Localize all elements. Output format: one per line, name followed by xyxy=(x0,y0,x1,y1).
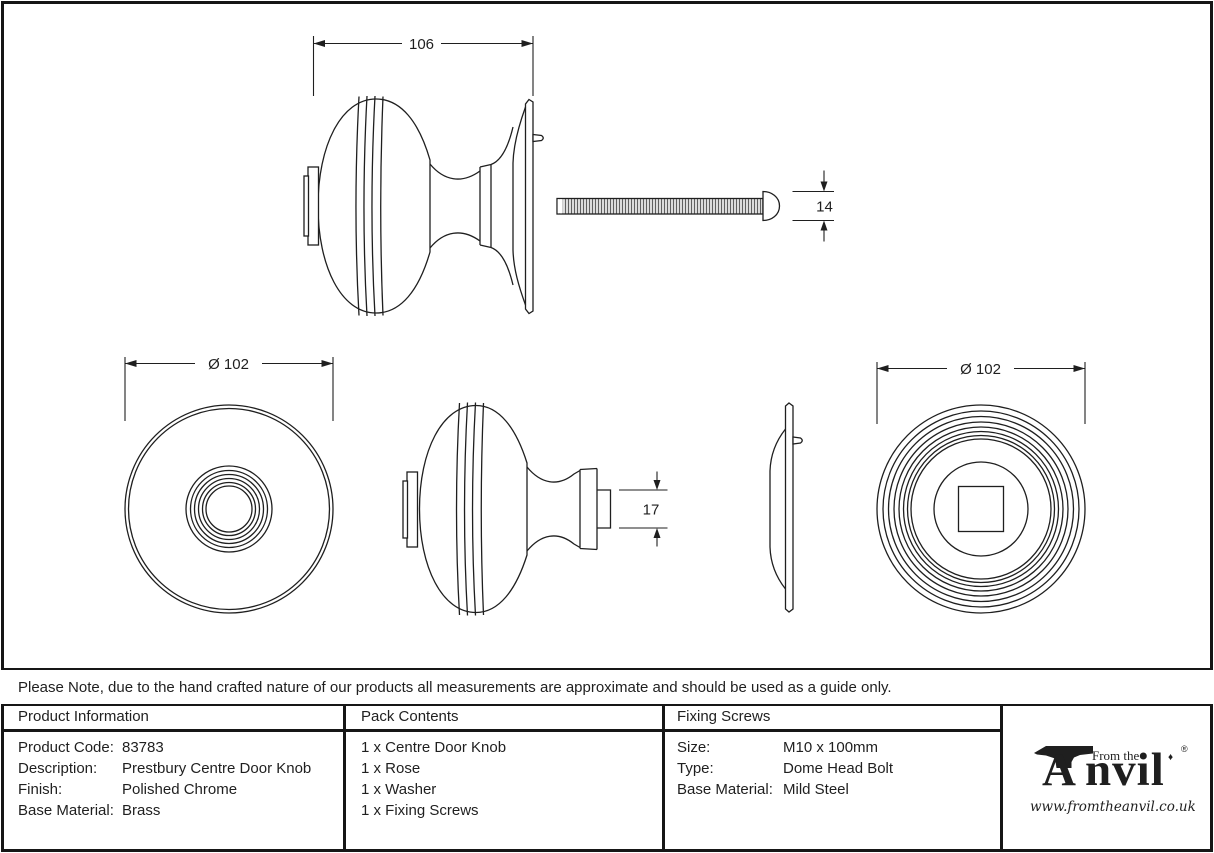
row-label: Type: xyxy=(677,760,714,777)
knob-front-view: Ø 102 xyxy=(124,356,334,614)
table-row: Base Material: Brass xyxy=(18,800,311,821)
row-value: Dome Head Bolt xyxy=(783,760,894,777)
dimension-rose-diameter: Ø 102 xyxy=(960,361,1001,378)
fixing-screws-header: Fixing Screws xyxy=(677,708,771,725)
table-divider-1 xyxy=(343,706,346,849)
knob-centre-hole xyxy=(205,485,253,533)
brand-name: nvil xyxy=(1085,744,1165,796)
rose-profile-view xyxy=(769,402,803,613)
row-label: Size: xyxy=(677,739,711,756)
knob-side-view: 106 xyxy=(303,36,544,317)
table-row: Product Code: 83783 xyxy=(18,737,311,758)
table-row: Description: Prestbury Centre Door Knob xyxy=(18,758,311,779)
row-label: Finish: xyxy=(18,781,63,798)
bolt-dome-head xyxy=(762,190,781,222)
list-item: 1 x Washer xyxy=(361,779,506,800)
anvil-icon xyxy=(1034,746,1093,768)
pack-contents-body: 1 x Centre Door Knob 1 x Rose 1 x Washer… xyxy=(361,737,506,821)
spindle-square-hole xyxy=(957,485,1005,533)
spindle-shank xyxy=(597,489,612,529)
row-value: Brass xyxy=(122,802,161,819)
dimension-overall-depth: 106 xyxy=(409,36,434,53)
registered-trademark: ® xyxy=(1181,744,1188,754)
list-item: 1 x Rose xyxy=(361,758,506,779)
dimension-spindle: 17 xyxy=(643,502,660,519)
mounting-bolt: 14 xyxy=(556,170,834,242)
row-label: Base Material: xyxy=(677,781,773,798)
pack-item: 1 x Fixing Screws xyxy=(361,802,479,819)
row-value: M10 x 100mm xyxy=(783,739,879,756)
knob-profile-view: 17 xyxy=(402,402,668,616)
rose-fixing-pin-profile xyxy=(792,436,803,445)
table-divider-3 xyxy=(1000,706,1003,849)
fixing-screws-body: Size: M10 x 100mm Type: Dome Head Bolt B… xyxy=(677,737,893,800)
table-header-line xyxy=(1,729,1002,732)
table-row: Finish: Polished Chrome xyxy=(18,779,311,800)
table-divider-2 xyxy=(662,706,665,849)
knob-centre-button xyxy=(307,166,320,246)
table-row: Size: M10 x 100mm xyxy=(677,737,893,758)
row-value: Mild Steel xyxy=(783,781,849,798)
knob-bulb-profile xyxy=(418,404,528,614)
bolt-threaded-shaft xyxy=(556,197,764,215)
measurement-note-bar: Please Note, due to the hand crafted nat… xyxy=(1,668,1213,706)
list-item: 1 x Centre Door Knob xyxy=(361,737,506,758)
brand-prefix: From the xyxy=(1092,748,1140,763)
brand-initial: A xyxy=(1042,744,1076,796)
list-item: 1 x Fixing Screws xyxy=(361,800,506,821)
table-row: Type: Dome Head Bolt xyxy=(677,758,893,779)
rose-plate-profile xyxy=(784,402,794,613)
rose-fixing-pin xyxy=(532,133,544,143)
brand-logo: A nvil From the ♦ ® www.fromtheanvil.co.… xyxy=(1030,741,1196,837)
row-label: Base Material: xyxy=(18,802,114,819)
knob-centre-button-profile xyxy=(406,471,419,548)
pack-item: 1 x Centre Door Knob xyxy=(361,739,507,756)
brand-website: www.fromtheanvil.co.uk xyxy=(1030,799,1196,815)
table-row: Base Material: Mild Steel xyxy=(677,779,893,800)
dimension-knob-diameter: Ø 102 xyxy=(208,356,249,373)
pack-item: 1 x Washer xyxy=(361,781,437,798)
product-information-body: Product Code: 83783 Description: Prestbu… xyxy=(18,737,311,821)
pack-contents-header: Pack Contents xyxy=(361,708,459,725)
row-value: Polished Chrome xyxy=(122,781,238,798)
row-value: Prestbury Centre Door Knob xyxy=(122,760,312,777)
technical-drawing: 106 xyxy=(124,36,1086,616)
diamond-icon: ♦ xyxy=(1168,752,1174,763)
product-information-header: Product Information xyxy=(18,708,149,725)
measurement-note-text: Please Note, due to the hand crafted nat… xyxy=(18,678,892,696)
rose-plate-edge xyxy=(524,98,534,315)
rose-front-view: Ø 102 xyxy=(876,361,1086,614)
pack-item: 1 x Rose xyxy=(361,760,421,777)
row-label: Description: xyxy=(18,760,98,777)
row-value: 83783 xyxy=(122,739,164,756)
dimension-bolt-head: 14 xyxy=(816,199,833,216)
row-label: Product Code: xyxy=(18,739,114,756)
